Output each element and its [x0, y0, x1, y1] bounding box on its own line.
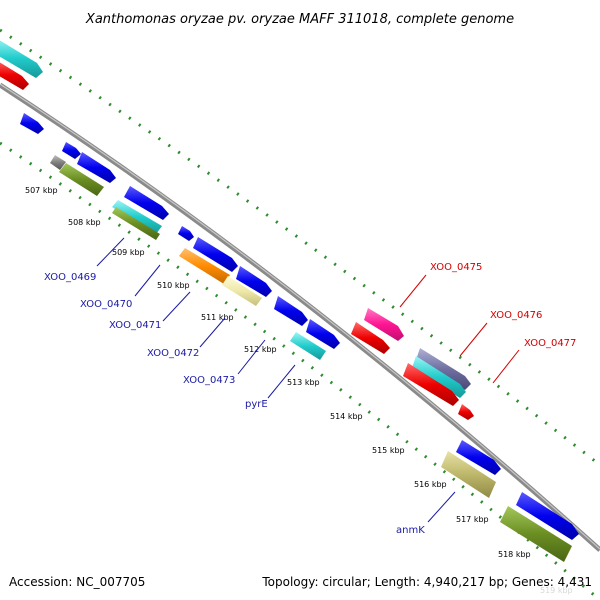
tick-label-509: 509 kbp [112, 248, 145, 257]
feature-slate-1 [416, 348, 471, 390]
feature-blue-1 [20, 113, 44, 134]
genome-backbone-highlight [0, 83, 600, 550]
features-inner-strand [20, 113, 579, 562]
feature-cyan-4 [290, 332, 326, 360]
tick-ring-outer [0, 28, 600, 467]
map-title: Xanthomonas oryzae pv. oryzae MAFF 31101… [85, 12, 514, 27]
tick-label-518: 518 kbp [498, 550, 531, 559]
tick-label-517: 517 kbp [456, 515, 489, 524]
gene-label-anmk[interactable]: anmK [396, 525, 425, 536]
gene-label-xoo-0473[interactable]: XOO_0473 [183, 375, 235, 386]
feature-blue-5 [178, 226, 194, 241]
feature-olive-1 [59, 163, 104, 196]
gene-label-xoo-0472[interactable]: XOO_0472 [147, 348, 199, 359]
tick-label-507: 507 kbp [25, 186, 58, 195]
feature-red-2 [351, 322, 390, 354]
scale-tick-labels: 507 kbp 508 kbp 509 kbp 510 kbp 511 kbp … [25, 186, 531, 559]
faint-tick-label: 519 kbp [540, 586, 573, 595]
feature-yellow-1 [222, 276, 262, 306]
gene-label-xoo-0475[interactable]: XOO_0475 [430, 262, 482, 273]
topology-summary: Topology: circular; Length: 4,940,217 bp… [261, 575, 592, 589]
tick-label-514: 514 kbp [330, 412, 363, 421]
tick-label-510: 510 kbp [157, 281, 190, 290]
gene-label-xoo-0471[interactable]: XOO_0471 [109, 320, 161, 331]
feature-cyan-1 [0, 40, 43, 78]
accession-text: Accession: NC_007705 [9, 575, 145, 589]
tick-label-515: 515 kbp [372, 446, 405, 455]
feature-khaki-1 [441, 451, 496, 498]
gene-labels: XOO_0469 XOO_0470 XOO_0471 XOO_0472 XOO_… [44, 262, 576, 536]
tick-label-516: 516 kbp [414, 480, 447, 489]
feature-pink-1 [364, 308, 404, 341]
tick-label-508: 508 kbp [68, 218, 101, 227]
feature-grey-1 [50, 155, 66, 170]
feature-blue-2 [62, 142, 81, 159]
feature-blue-3 [77, 152, 116, 183]
feature-orange-1 [179, 248, 230, 284]
feature-blue-7 [236, 266, 272, 297]
feature-blue-11 [516, 492, 579, 540]
feature-blue-10 [456, 440, 501, 475]
gene-label-xoo-0477[interactable]: XOO_0477 [524, 338, 576, 349]
gene-label-xoo-0476[interactable]: XOO_0476 [490, 310, 542, 321]
tick-label-513: 513 kbp [287, 378, 320, 387]
feature-blue-8 [274, 296, 308, 326]
features-outer-strand [0, 40, 474, 420]
tick-label-511: 511 kbp [201, 313, 234, 322]
feature-cyan-2 [412, 356, 466, 398]
tick-ring-inner [0, 141, 600, 600]
feature-red-4 [458, 404, 474, 420]
genome-backbone [0, 82, 600, 552]
feature-cyan-3 [112, 200, 162, 234]
gene-label-xoo-0469[interactable]: XOO_0469 [44, 272, 96, 283]
tick-label-512: 512 kbp [244, 345, 277, 354]
feature-blue-9 [306, 319, 340, 349]
feature-red-1 [0, 62, 29, 90]
gene-leader-lines [96, 237, 520, 523]
feature-olive-3 [500, 506, 572, 562]
gene-label-xoo-0470[interactable]: XOO_0470 [80, 299, 132, 310]
feature-red-3 [403, 363, 459, 406]
gene-label-pyre[interactable]: pyrE [245, 399, 268, 410]
feature-blue-4 [124, 186, 169, 220]
feature-olive-2 [112, 207, 160, 240]
feature-blue-6 [193, 237, 238, 272]
